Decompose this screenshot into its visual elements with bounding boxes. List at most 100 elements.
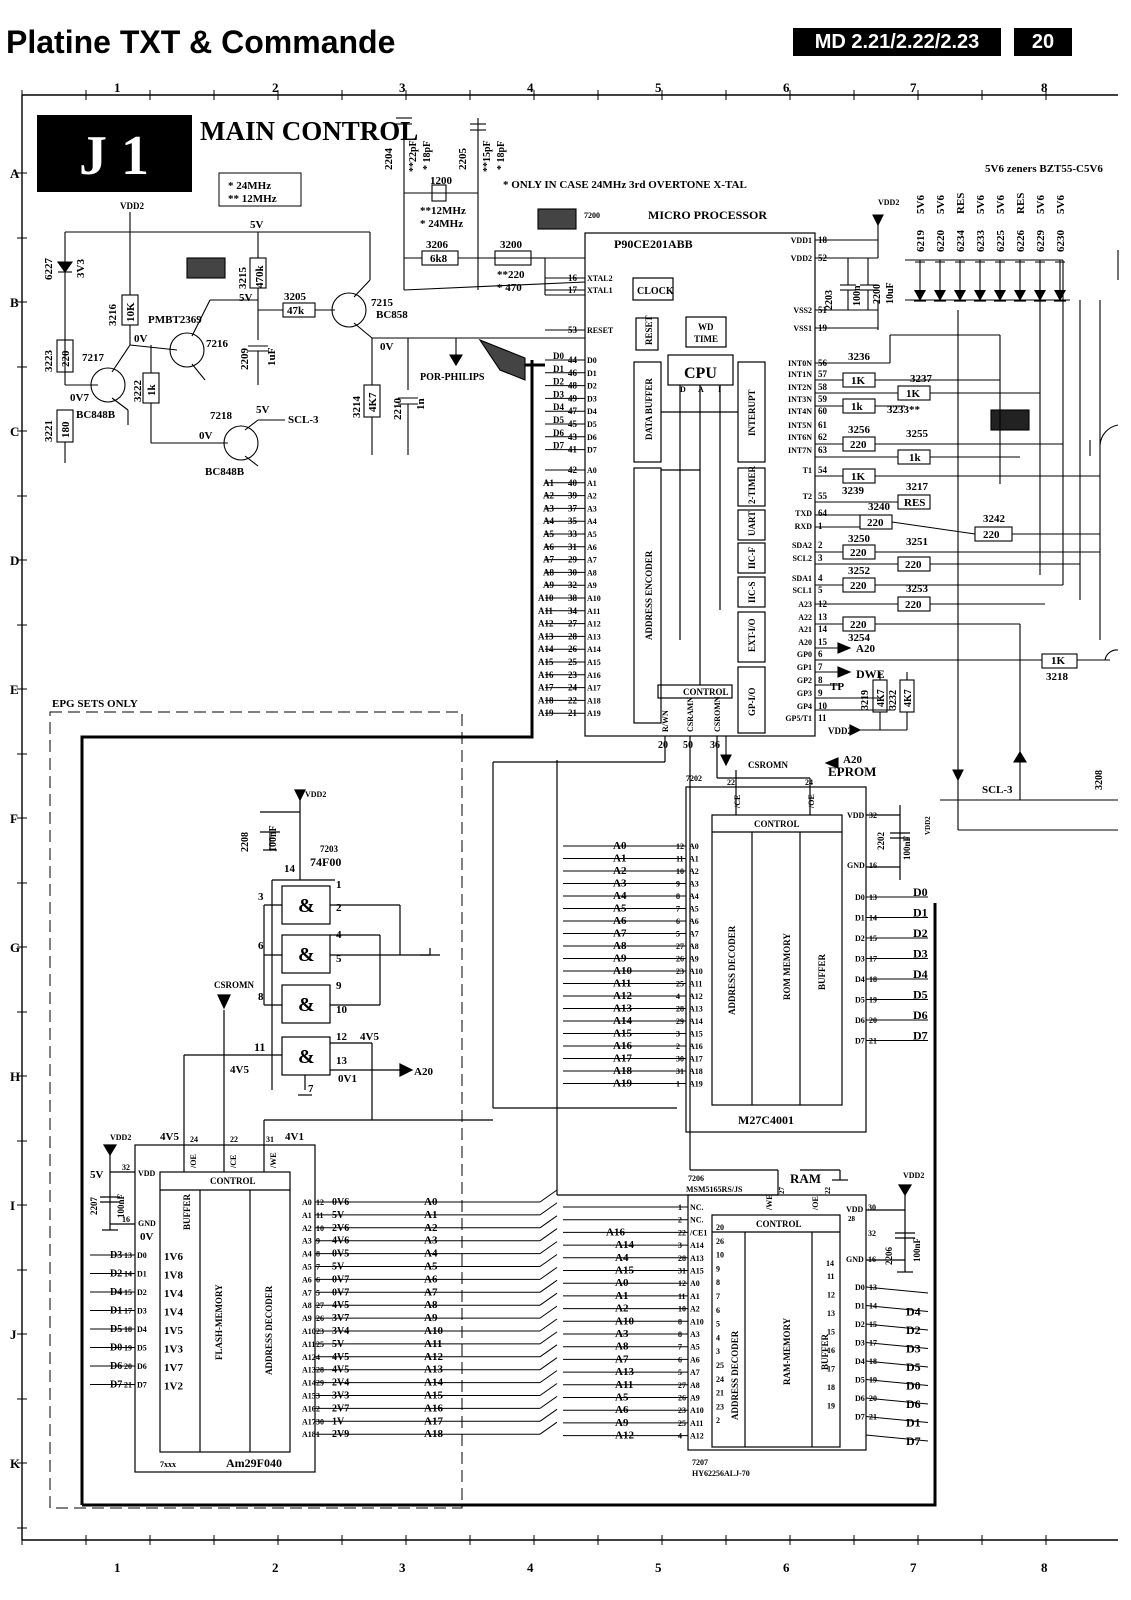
v45-flash: 4V5	[160, 1131, 179, 1143]
r3214-val: 4K7	[367, 392, 379, 412]
flash-ce: /CE	[229, 1155, 238, 1169]
flash-bus-entry	[539, 1408, 558, 1422]
sram-inner-pin: 10	[716, 1251, 724, 1260]
c2209-val: 1uF	[266, 347, 278, 366]
gate-pin1: 1	[336, 879, 342, 891]
micro-pin-signal: GP1	[797, 663, 812, 672]
flash-bus-entry	[539, 1215, 558, 1229]
flash-pin-signal: A10	[302, 1327, 316, 1336]
flash-bus-entry	[539, 1344, 558, 1358]
eprom-pin-signal: D5	[855, 996, 865, 1005]
csromn-label-2: CSROMN	[214, 980, 254, 990]
eprom-label: EPROM	[828, 764, 876, 779]
zener-diode	[934, 290, 946, 301]
sram-pin-signal: A0	[690, 1279, 700, 1288]
sram-data-label: D1	[906, 1416, 921, 1430]
x1200-ref: 1200	[430, 175, 453, 187]
flash-part: Am29F040	[226, 1456, 282, 1470]
flash-pin-signal: D4	[137, 1325, 147, 1334]
v0-label-2: 0V	[199, 430, 213, 442]
micro-pin-signal: A15	[587, 658, 601, 667]
tp-label: TP	[830, 681, 844, 693]
micro-pin-number: 61	[818, 420, 828, 430]
sram-pin-signal: NC.	[690, 1216, 704, 1225]
sram-pin30: 30	[868, 1203, 876, 1212]
sram-inner-pin: 23	[716, 1402, 724, 1411]
eprom-oe-num: 24	[805, 778, 813, 787]
c2210-val: 1n	[415, 398, 427, 410]
q7215-ref: 7215	[371, 297, 394, 309]
sram-pin-signal: A1	[690, 1292, 700, 1301]
flash-ce-num: 22	[230, 1135, 238, 1144]
r3252-val: 220	[850, 580, 867, 592]
flash-bus-entry	[539, 1189, 558, 1203]
micro-pin-number: 7	[818, 662, 823, 672]
sram-inner-pin: 15	[827, 1328, 835, 1337]
sram-data-label: D4	[906, 1305, 921, 1319]
micro-bus-label: D7	[553, 441, 564, 451]
eprom-data-label: D0	[913, 885, 928, 899]
flash-tag: 7xxx	[160, 1460, 176, 1469]
micro-pin-number: 8	[818, 675, 823, 685]
micro-pin-number: 14	[818, 624, 828, 634]
sram-pin-signal: A8	[690, 1381, 700, 1390]
flash-bus-entry	[539, 1305, 558, 1319]
micro-pin-signal: VSS2	[793, 306, 812, 315]
zener-value: 5V6	[995, 195, 1007, 214]
sram-pin-signal: A6	[690, 1355, 700, 1364]
micro-pin-signal: D6	[587, 433, 597, 442]
sram-pin-signal: D4	[855, 1357, 865, 1366]
sram-inner-pin: 19	[827, 1402, 835, 1411]
sram-left-pins: 1NC.2NC.A1622/CE1A143A14A428A13A1531A15A…	[563, 1203, 707, 1442]
c2204-val: **22pF	[408, 140, 419, 172]
flash-pin-signal: A16	[302, 1404, 316, 1413]
flash-pin-signal: A7	[302, 1288, 312, 1297]
c2200-ref: 2200	[872, 284, 883, 304]
micro-pin-signal: A12	[587, 620, 601, 629]
row-label: E	[10, 682, 19, 697]
micro-pin-number: 4	[818, 573, 823, 583]
c2207-ref: 2207	[89, 1197, 99, 1216]
micro-control: CONTROL	[683, 687, 729, 697]
flash-pin-signal: A4	[302, 1250, 312, 1259]
a20-label-1: A20	[856, 643, 875, 655]
eprom-ref: 7202	[686, 774, 702, 783]
micro-pin-signal: A18	[587, 696, 601, 705]
gate-pin7: 7	[308, 1083, 314, 1095]
flash-pin-signal: A1	[302, 1211, 312, 1220]
micro-pin-number: 1	[818, 521, 823, 531]
r3219-val: 4K7	[876, 689, 887, 707]
sram-oe: /OE	[811, 1196, 820, 1211]
col-label-top: 6	[783, 80, 790, 95]
micro-pin-signal: INT6N	[788, 433, 812, 442]
sram-inner-pin: 9	[716, 1264, 720, 1273]
micro-pin-signal: A7	[587, 556, 597, 565]
col-label-top: 1	[114, 80, 121, 95]
sram-inner-pin: 24	[716, 1375, 724, 1384]
micro-cpu-a: A	[698, 385, 704, 394]
r3242-val: 220	[983, 529, 1000, 541]
eprom-pin-signal: A15	[689, 1030, 703, 1039]
sram-inner-pin: 18	[827, 1383, 835, 1392]
r3218-val: 1K	[1051, 655, 1066, 667]
flash-address-pins: A0120V6A0A1115VA1A2102V6A2A394V6A3A480V5…	[302, 1189, 558, 1440]
micro-pin-number: 54	[818, 465, 828, 475]
flash-oe-num: 24	[190, 1135, 198, 1144]
micro-pin-signal: A21	[798, 625, 812, 634]
sram-vdd: VDD	[846, 1205, 864, 1214]
r3200-val2: * 470	[497, 282, 522, 294]
c2205-val2: * 18pF	[496, 141, 507, 170]
q7218-type: BC848B	[205, 466, 245, 478]
r3256-ref: 3256	[848, 424, 871, 436]
sram-pin-signal: A14	[690, 1241, 704, 1250]
v01-label: 0V1	[338, 1073, 357, 1085]
flash-bus-entry	[539, 1292, 558, 1306]
v45-label-2: 4V5	[230, 1064, 249, 1076]
micro-pin-signal: A19	[587, 709, 601, 718]
gate-pin14: 14	[284, 863, 296, 875]
flash-vdd: VDD	[138, 1169, 156, 1178]
micro-pin-signal: A11	[587, 607, 600, 616]
scl3-label-2: SCL-3	[982, 784, 1013, 796]
micro-bus-label: A18	[538, 695, 554, 705]
eprom-pin-signal: A4	[689, 892, 699, 901]
